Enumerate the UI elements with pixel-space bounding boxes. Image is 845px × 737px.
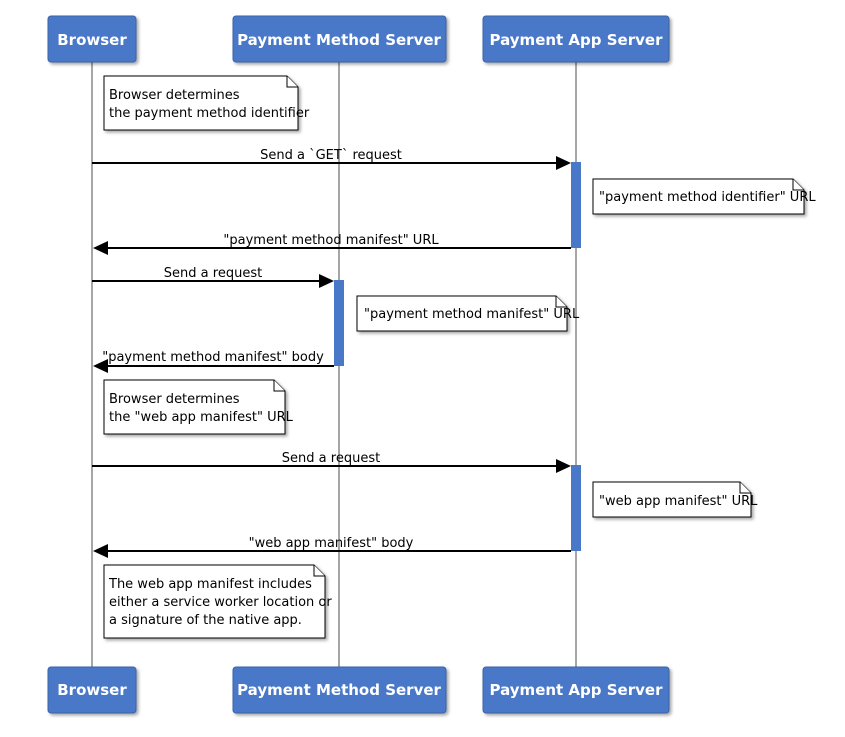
note: The web app manifest includes either a s… bbox=[103, 564, 332, 639]
actor-label: Payment Method Server bbox=[237, 681, 441, 699]
note-line: "payment method manifest" URL bbox=[364, 307, 580, 322]
note-line: "payment method identifier" URL bbox=[599, 190, 816, 205]
message-label: Send a request bbox=[282, 451, 380, 466]
note-line: a signature of the native app. bbox=[109, 613, 302, 628]
message-arrow: "payment method manifest" body bbox=[93, 350, 334, 373]
actor-payment-app-server-bottom: Payment App Server bbox=[482, 666, 670, 714]
message-arrow: Send a request bbox=[92, 266, 334, 288]
actor-payment-method-server-bottom: Payment Method Server bbox=[232, 666, 447, 714]
actor-browser-bottom: Browser bbox=[47, 666, 137, 714]
note-line: either a service worker location or bbox=[109, 595, 332, 610]
actor-label: Payment App Server bbox=[490, 681, 664, 699]
note: "payment method manifest" URL bbox=[356, 295, 580, 332]
message-label: "web app manifest" body bbox=[249, 536, 414, 551]
note: Browser determines the payment method id… bbox=[103, 75, 310, 131]
note: Browser determines the "web app manifest… bbox=[103, 379, 294, 435]
message-label: "payment method manifest" body bbox=[102, 350, 324, 365]
message-arrow: "payment method manifest" URL bbox=[93, 233, 571, 255]
actor-payment-method-server-top: Payment Method Server bbox=[232, 15, 447, 63]
actor-label: Browser bbox=[57, 31, 127, 49]
activation-payment-app-server bbox=[571, 162, 581, 248]
note-line: Browser determines bbox=[109, 392, 240, 407]
actor-label: Payment Method Server bbox=[237, 31, 441, 49]
note: "web app manifest" URL bbox=[592, 481, 758, 518]
activation-payment-method-server bbox=[334, 280, 344, 366]
note-line: the "web app manifest" URL bbox=[109, 410, 294, 425]
message-arrow: Send a request bbox=[92, 451, 571, 473]
note-line: the payment method identifier bbox=[109, 106, 310, 121]
message-label: Send a request bbox=[164, 266, 262, 281]
actor-label: Payment App Server bbox=[490, 31, 664, 49]
message-arrow: "web app manifest" body bbox=[93, 536, 571, 558]
message-label: Send a `GET` request bbox=[260, 148, 402, 163]
note-line: Browser determines bbox=[109, 88, 240, 103]
activation-payment-app-server bbox=[571, 465, 581, 551]
actor-payment-app-server-top: Payment App Server bbox=[482, 15, 670, 63]
message-arrow: Send a `GET` request bbox=[92, 148, 571, 170]
note: "payment method identifier" URL bbox=[592, 178, 816, 215]
note-line: "web app manifest" URL bbox=[599, 494, 758, 509]
actor-browser-top: Browser bbox=[47, 15, 137, 63]
actor-label: Browser bbox=[57, 681, 127, 699]
message-label: "payment method manifest" URL bbox=[223, 233, 439, 248]
note-line: The web app manifest includes bbox=[108, 577, 312, 592]
